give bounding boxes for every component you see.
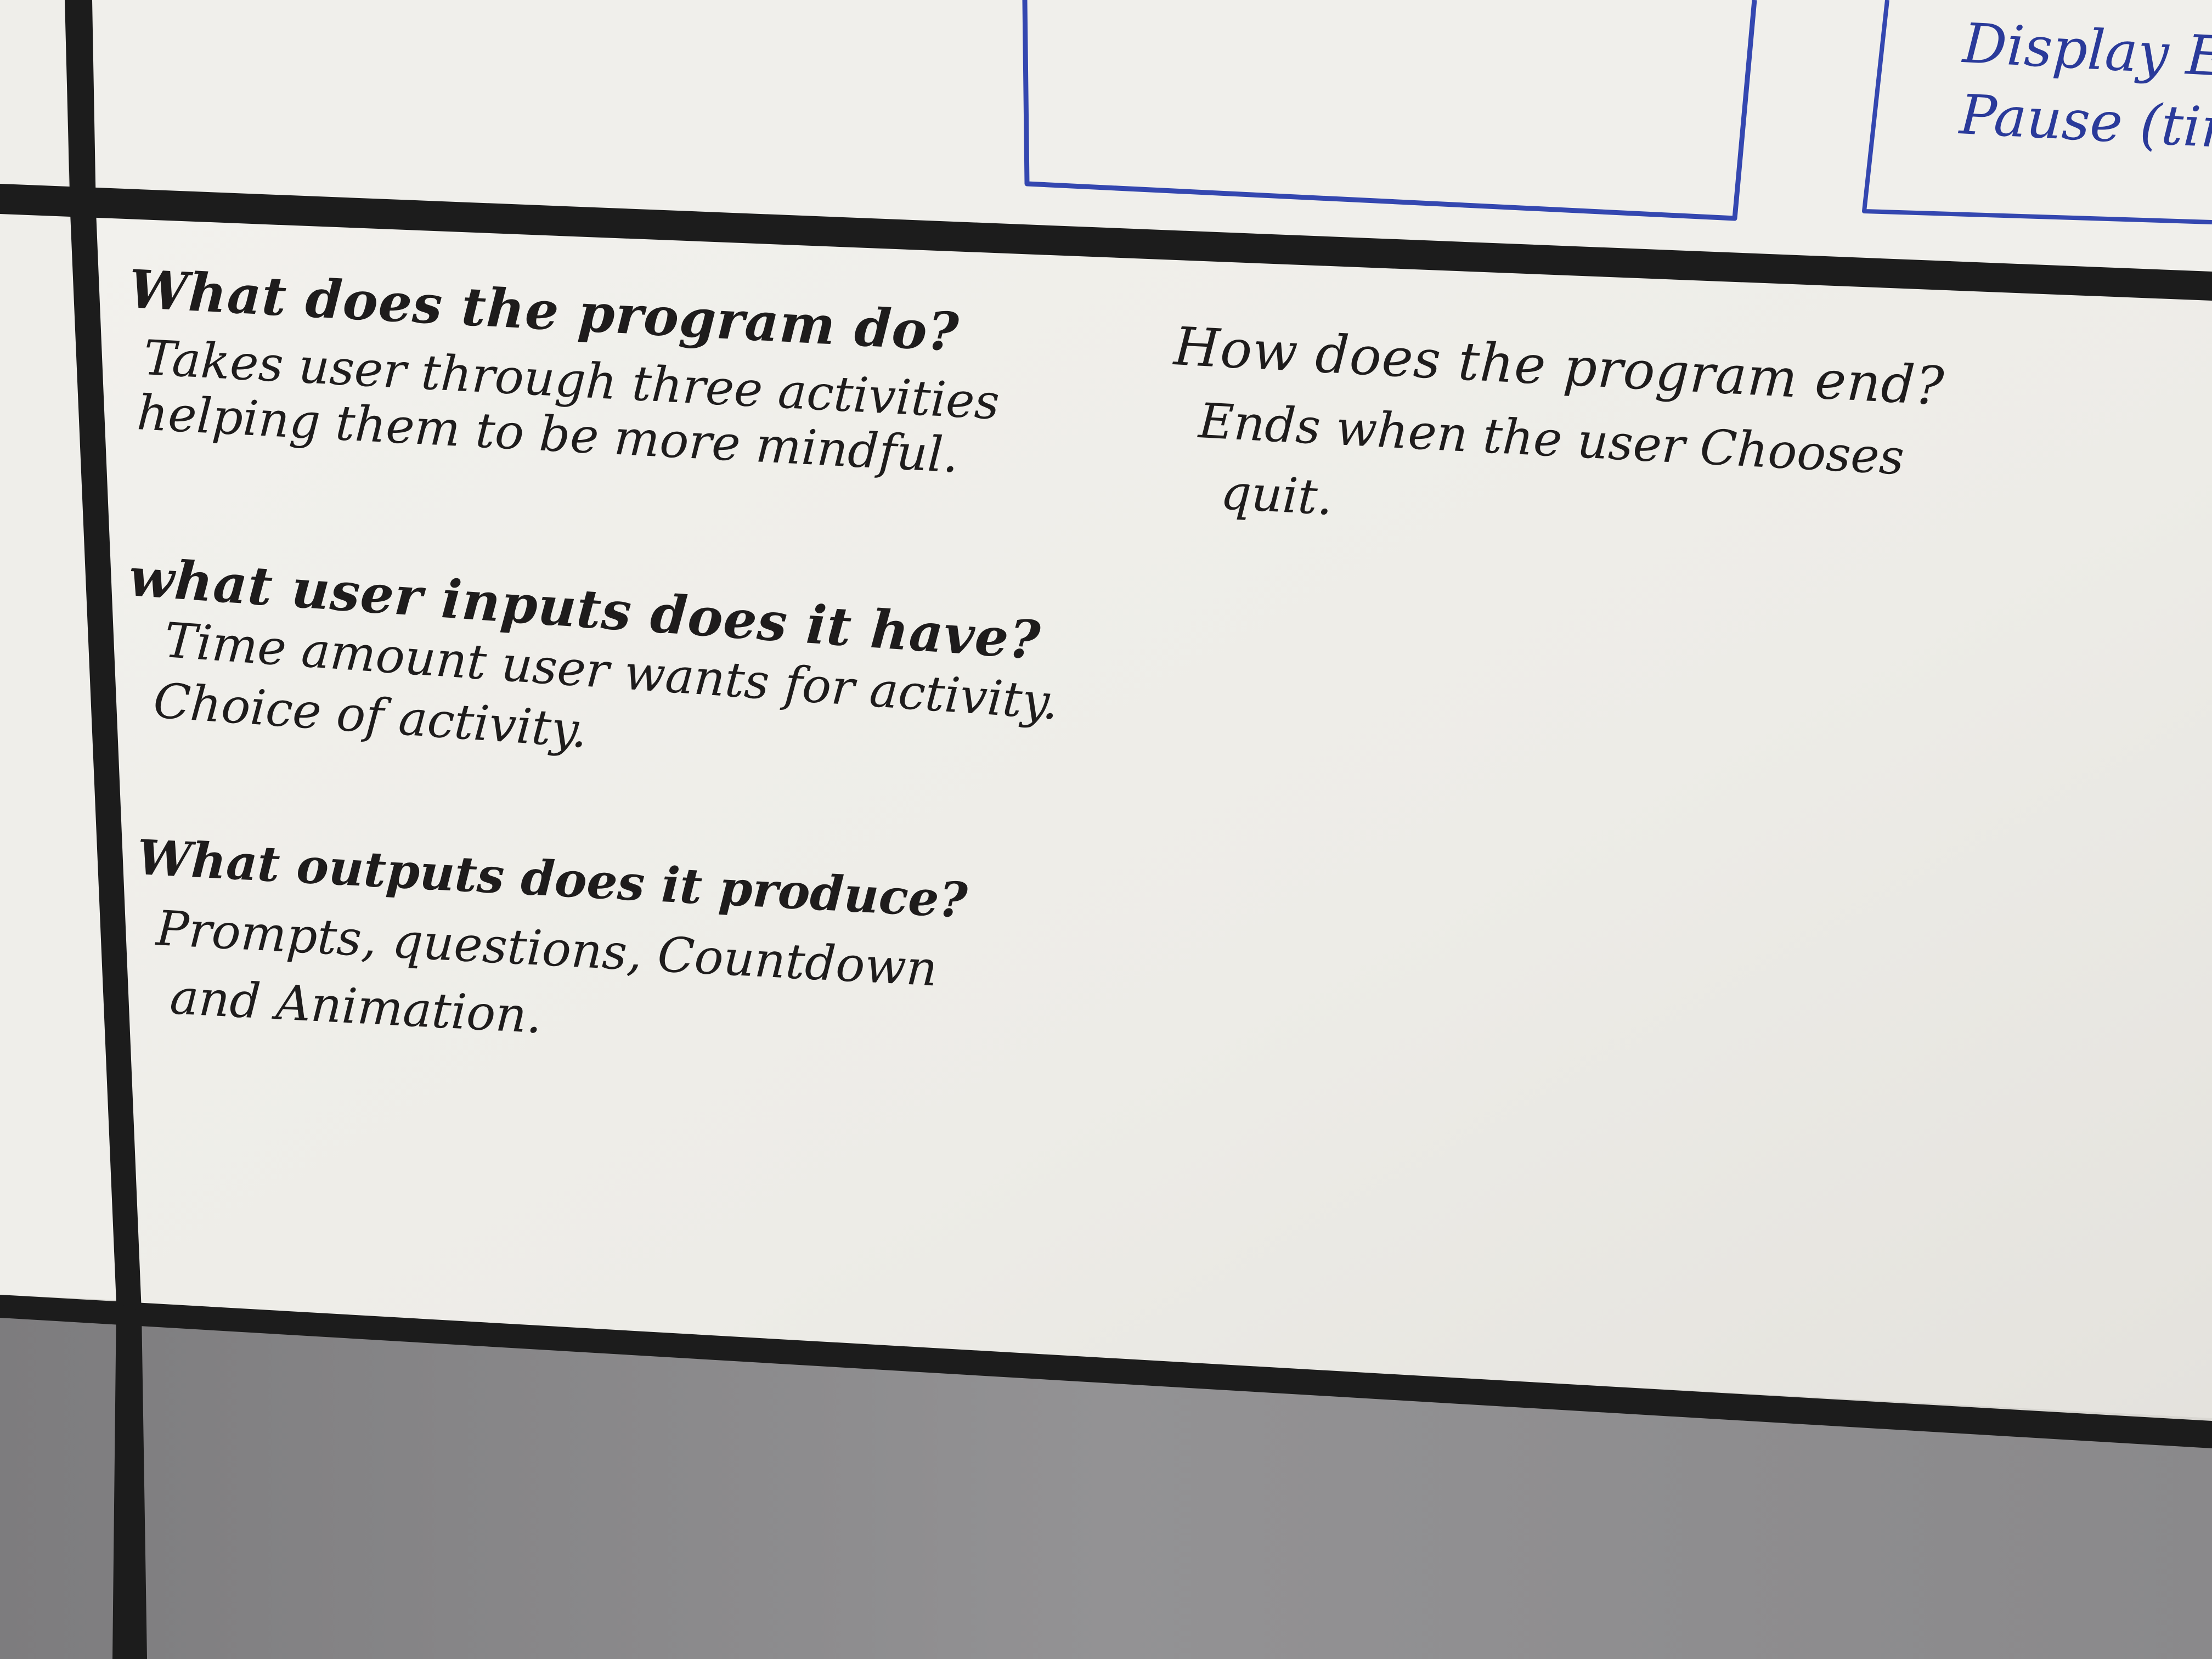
frame-bar-vertical-lower bbox=[116, 1303, 147, 1659]
main-panel bbox=[96, 211, 2212, 1418]
answer-line: quit. bbox=[1219, 464, 1334, 526]
cubicle-fabric-wall bbox=[0, 1306, 2212, 1659]
left-narrow-panel bbox=[0, 211, 118, 1300]
upper-main-panel bbox=[88, 0, 2212, 272]
frame-bar-horizontal-bottom bbox=[0, 1295, 2212, 1448]
blue-drawn-box-right bbox=[1862, 0, 2212, 224]
blue-drawn-box-center bbox=[1022, 0, 1757, 221]
frame-bar-horizontal-top bbox=[0, 184, 2212, 301]
frame-bar-vertical-left bbox=[65, 0, 142, 1659]
upper-left-panel bbox=[0, 0, 69, 187]
